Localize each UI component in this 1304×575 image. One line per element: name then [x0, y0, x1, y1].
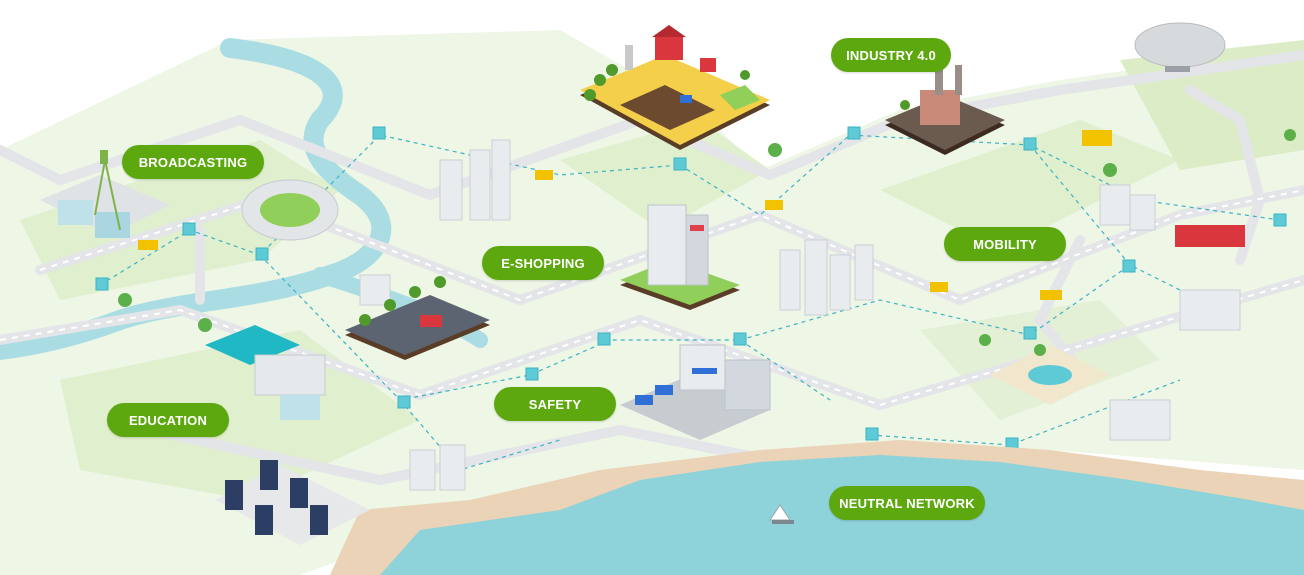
park-block	[990, 345, 1110, 405]
police-block	[620, 344, 771, 440]
safety-label[interactable]: SAFETY	[494, 387, 616, 421]
city-buildings	[359, 139, 1241, 491]
dam-block	[205, 325, 326, 420]
mobility-label[interactable]: MOBILITY	[944, 227, 1066, 261]
connector-nodes	[95, 126, 1287, 451]
hospital-block	[620, 204, 740, 310]
industry-label[interactable]: INDUSTRY 4.0	[831, 38, 951, 72]
sailboat-icon	[769, 504, 794, 524]
neutral-network-label[interactable]: NEUTRAL NETWORK	[829, 486, 985, 520]
farm-block	[580, 25, 770, 150]
stadium	[241, 179, 339, 241]
factory-block	[885, 60, 1005, 155]
airship-icon	[1134, 22, 1226, 72]
datacenter-block	[215, 460, 370, 545]
education-label[interactable]: EDUCATION	[107, 403, 229, 437]
vehicles	[138, 130, 1245, 300]
eshopping-label[interactable]: E-SHOPPING	[482, 246, 604, 280]
parking-block	[345, 276, 490, 360]
trees	[118, 129, 1296, 356]
broadcasting-label[interactable]: BROADCASTING	[122, 145, 264, 179]
broadcasting-block	[40, 150, 170, 238]
